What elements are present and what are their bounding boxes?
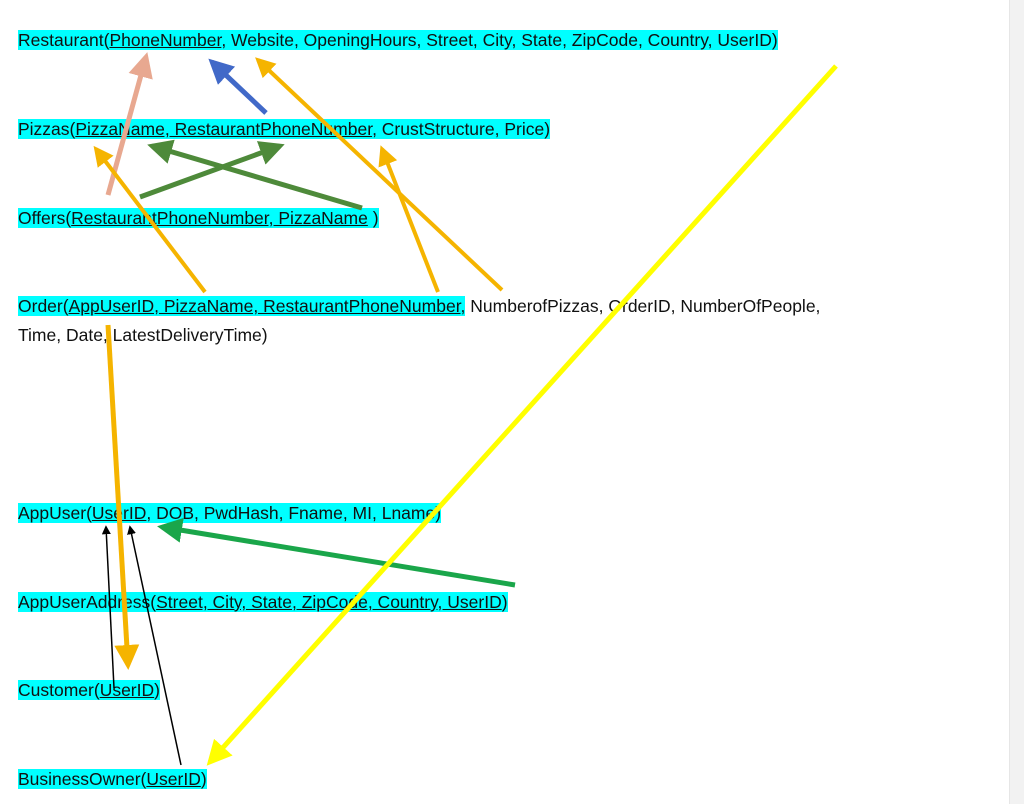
order-table-line2: Time, Date, LatestDeliveryTime) xyxy=(18,322,268,348)
restaurant-primary-key: PhoneNumber xyxy=(109,30,222,50)
appuser-name: AppUser( xyxy=(18,503,92,523)
businessowner-name: BusinessOwner( xyxy=(18,769,147,789)
appuseraddress-table: AppUserAddress(Street, City, State, ZipC… xyxy=(18,589,508,615)
pizzas-name: Pizzas( xyxy=(18,119,76,139)
businessowner-table: BusinessOwner(UserID) xyxy=(18,766,207,792)
offers-attributes: ) xyxy=(367,208,379,228)
order-primary-key: AppUserID, PizzaName, RestaurantPhoneNum… xyxy=(68,296,466,316)
appuser-primary-key: UserID xyxy=(91,503,147,523)
customer-primary-key: UserID xyxy=(99,680,155,700)
customer-table: Customer(UserID) xyxy=(18,677,160,703)
order-attributes: NumberofPizzas, OrderID, NumberOfPeople, xyxy=(465,296,821,316)
vertical-scrollbar[interactable] xyxy=(1009,0,1024,804)
businessowner-primary-key: UserID xyxy=(146,769,201,789)
offers-name: Offers( xyxy=(18,208,72,228)
order-attributes-line2: Time, Date, LatestDeliveryTime) xyxy=(18,325,268,345)
appuseraddress-name: AppUserAddress( xyxy=(18,592,157,612)
pizzas-table: Pizzas(PizzaName, RestaurantPhoneNumber,… xyxy=(18,116,551,142)
pizzas-attributes: , CrustStructure, Price) xyxy=(372,119,551,139)
appuseraddress-attributes: ) xyxy=(501,592,508,612)
restaurant-name: Restaurant( xyxy=(18,30,110,50)
restaurant-table: Restaurant(PhoneNumber, Website, Opening… xyxy=(18,27,778,53)
order-name: Order( xyxy=(18,296,69,316)
appuser-attributes: , DOB, PwdHash, Fname, MI, Lname) xyxy=(146,503,442,523)
customer-name: Customer( xyxy=(18,680,100,700)
pizzas-primary-key: PizzaName, RestaurantPhoneNumber xyxy=(75,119,373,139)
order-table: Order(AppUserID, PizzaName, RestaurantPh… xyxy=(18,293,820,319)
appuseraddress-primary-key: Street, City, State, ZipCode, Country, U… xyxy=(156,592,502,612)
restaurant-attributes: , Website, OpeningHours, Street, City, S… xyxy=(221,30,778,50)
offers-primary-key: RestaurantPhoneNumber, PizzaName xyxy=(71,208,368,228)
businessowner-attributes: ) xyxy=(200,769,207,789)
appuser-table: AppUser(UserID, DOB, PwdHash, Fname, MI,… xyxy=(18,500,442,526)
offers-table: Offers(RestaurantPhoneNumber, PizzaName … xyxy=(18,205,379,231)
customer-attributes: ) xyxy=(154,680,160,700)
